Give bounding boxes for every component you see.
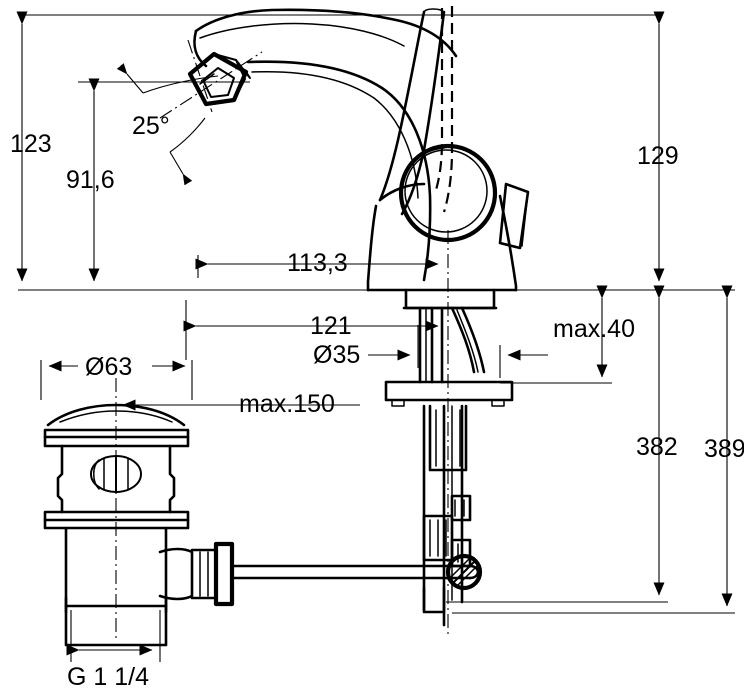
label-reach-1133: 113,3 bbox=[287, 249, 348, 277]
dimension-labels: 123 91,6 25° 113,3 129 121 Ø35 max.40 Ø6… bbox=[10, 112, 744, 690]
label-height-129: 129 bbox=[637, 142, 679, 170]
label-diameter-63: Ø63 bbox=[85, 353, 132, 381]
lift-rod-pivot-screw bbox=[445, 553, 483, 591]
label-depth-389: 389 bbox=[704, 435, 744, 463]
label-depth-382: 382 bbox=[636, 433, 678, 461]
popup-waste-assembly bbox=[43, 403, 480, 647]
label-angle-25: 25° bbox=[132, 112, 170, 140]
label-height-916: 91,6 bbox=[66, 166, 115, 194]
label-height-123: 123 bbox=[10, 130, 52, 158]
label-max-150: max.150 bbox=[239, 390, 335, 418]
faucet-shank-assembly bbox=[384, 306, 514, 627]
faucet-spout-and-body bbox=[187, 6, 530, 310]
dimension-lines bbox=[16, 11, 733, 656]
label-diameter-35: Ø35 bbox=[313, 341, 360, 369]
label-max-40: max.40 bbox=[553, 315, 635, 343]
label-thread-g114: G 1 1/4 bbox=[67, 663, 149, 690]
label-offset-121: 121 bbox=[310, 312, 352, 340]
